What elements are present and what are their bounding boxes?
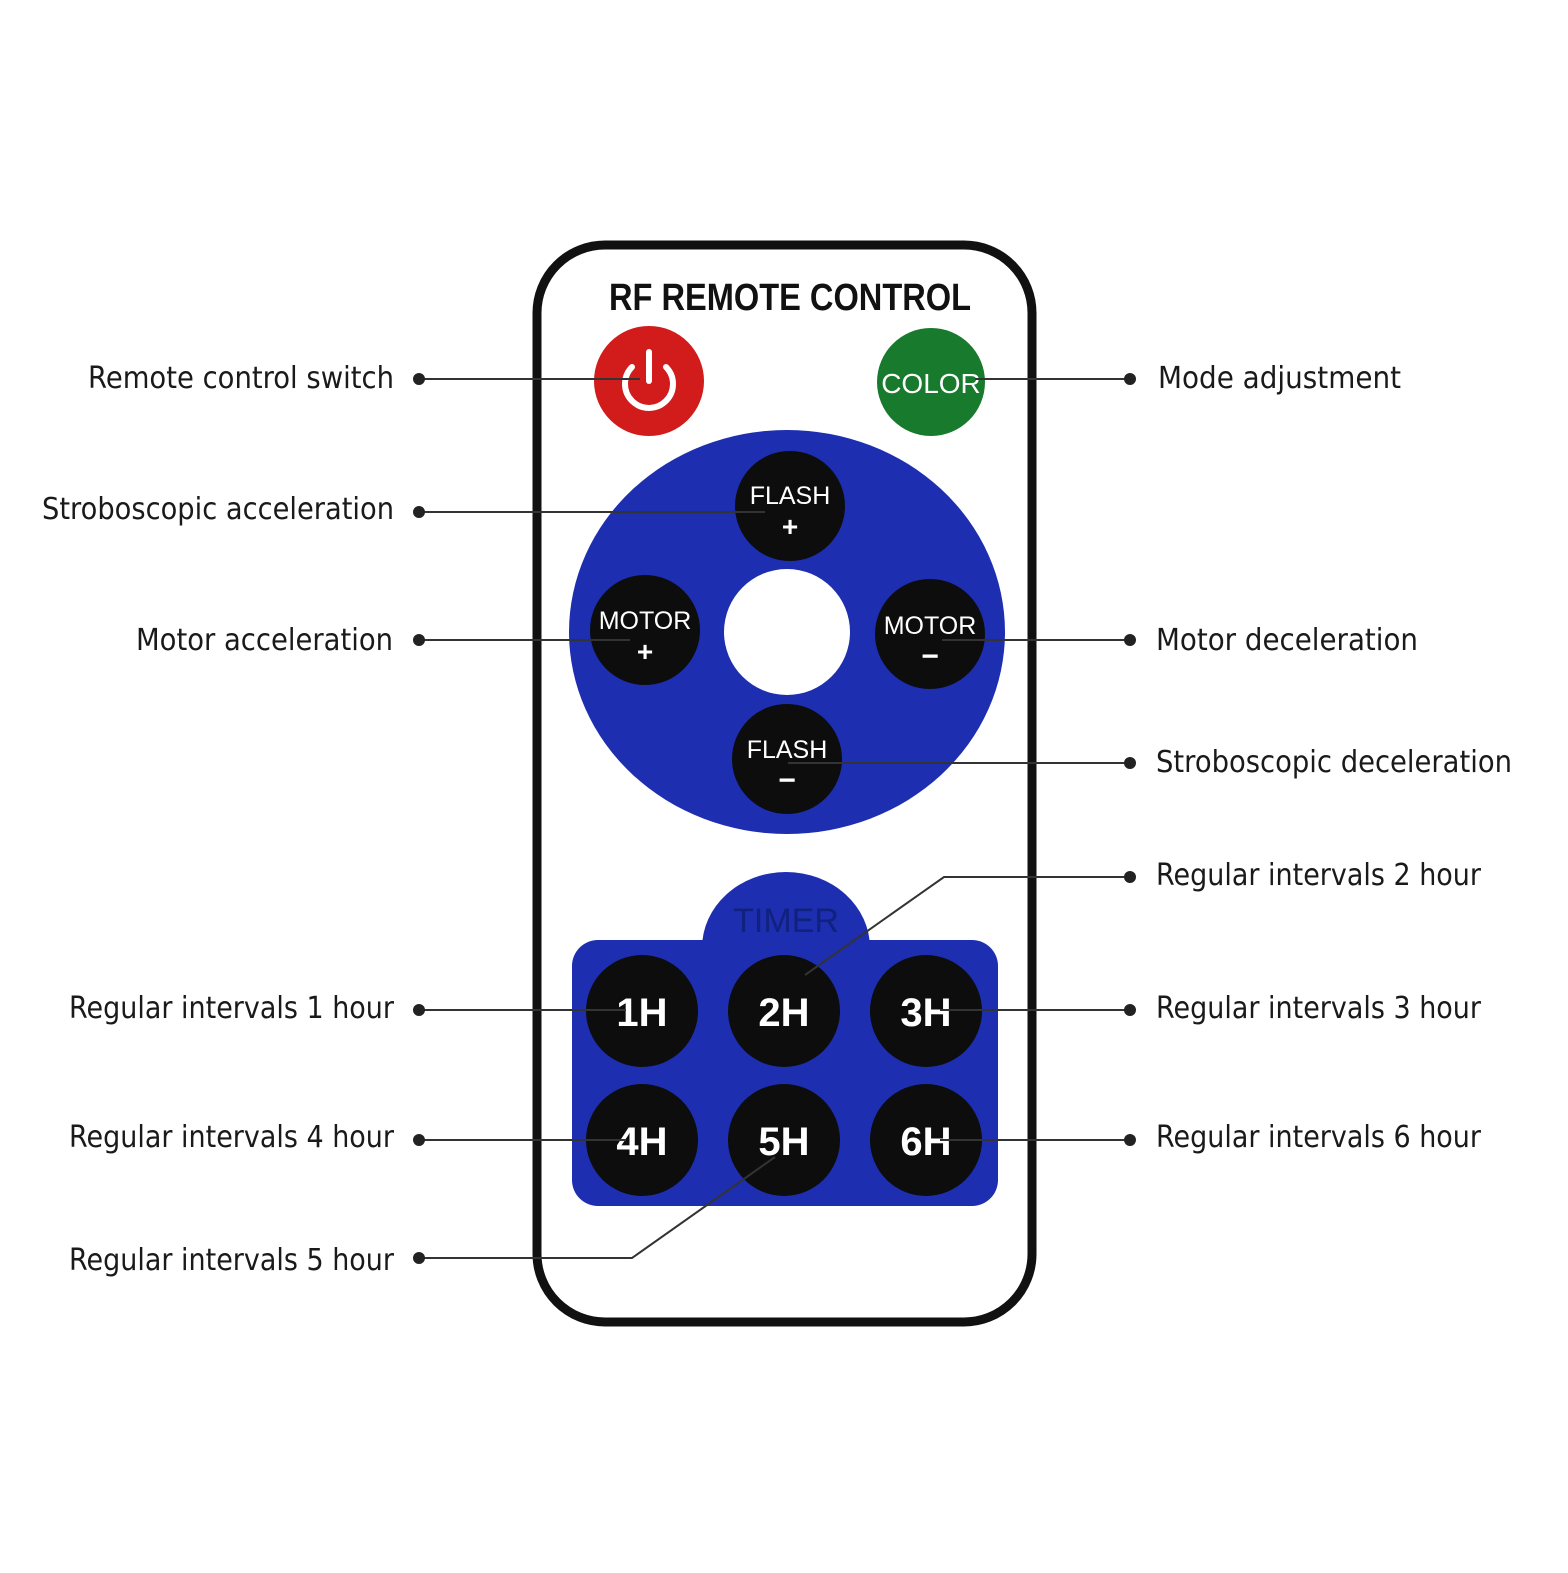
callout-t3: Regular intervals 3 hour	[1156, 991, 1482, 1026]
callout-t5: Regular intervals 5 hour	[69, 1243, 395, 1278]
timer-button-6h-label: 6H	[900, 1120, 951, 1164]
callout-flash-minus: Stroboscopic deceleration	[1156, 745, 1512, 780]
leader-dots	[413, 373, 1136, 1264]
leader-dot-flash-plus	[413, 506, 425, 518]
callout-t2: Regular intervals 2 hour	[1156, 858, 1482, 893]
power-button[interactable]	[594, 326, 704, 436]
callout-flash-plus: Stroboscopic acceleration	[42, 492, 394, 527]
timer-button-5h-label: 5H	[758, 1120, 809, 1164]
leader-dot-motor-minus	[1124, 634, 1136, 646]
color-button[interactable]: COLOR	[877, 328, 985, 436]
callout-t6: Regular intervals 6 hour	[1156, 1120, 1482, 1155]
leader-dot-flash-minus	[1124, 757, 1136, 769]
callout-color: Mode adjustment	[1158, 361, 1401, 396]
callout-motor-plus: Motor acceleration	[136, 623, 393, 658]
flash-plus-sign: +	[782, 511, 798, 542]
leader-dot-1h	[413, 1004, 425, 1016]
timer-button-5h[interactable]: 5H	[728, 1084, 840, 1196]
leader-line-5h	[419, 1156, 776, 1259]
leader-dot-3h	[1124, 1004, 1136, 1016]
timer-button-6h[interactable]: 6H	[870, 1084, 982, 1196]
power-icon	[622, 349, 676, 411]
callout-power: Remote control switch	[88, 361, 394, 396]
motor-plus-button[interactable]: MOTOR +	[590, 575, 700, 685]
motor-plus-label: MOTOR	[599, 607, 692, 635]
leader-dot-motor-plus	[413, 634, 425, 646]
flash-plus-button[interactable]: FLASH +	[735, 451, 845, 561]
leader-lines	[419, 378, 1130, 1259]
timer-button-2h[interactable]: 2H	[728, 955, 840, 1067]
flash-plus-label: FLASH	[750, 482, 831, 510]
flash-minus-button[interactable]: FLASH −	[732, 704, 842, 814]
remote-title: RF REMOTE CONTROL	[609, 277, 971, 319]
leader-dot-6h	[1124, 1134, 1136, 1146]
motor-minus-button[interactable]: MOTOR −	[875, 579, 985, 689]
color-button-label: COLOR	[881, 368, 981, 399]
leader-dot-power	[413, 373, 425, 385]
timer-button-4h-label: 4H	[616, 1120, 667, 1164]
leader-line-2h	[804, 876, 1130, 976]
motor-minus-sign: −	[921, 640, 939, 673]
flash-minus-label: FLASH	[747, 736, 828, 764]
leader-dot-5h	[413, 1252, 425, 1264]
timer-label: TIMER	[733, 902, 839, 940]
timer-button-3h-label: 3H	[900, 991, 951, 1035]
motor-plus-sign: +	[637, 636, 653, 667]
motor-minus-label: MOTOR	[884, 612, 977, 640]
leader-dot-2h	[1124, 871, 1136, 883]
timer-button-1h[interactable]: 1H	[586, 955, 698, 1067]
flash-minus-sign: −	[778, 764, 796, 797]
timer-button-4h[interactable]: 4H	[586, 1084, 698, 1196]
callout-t4: Regular intervals 4 hour	[69, 1120, 395, 1155]
timer-button-1h-label: 1H	[616, 991, 667, 1035]
center-button[interactable]	[724, 569, 850, 695]
timer-button-3h[interactable]: 3H	[870, 955, 982, 1067]
callout-motor-minus: Motor deceleration	[1156, 623, 1418, 658]
leader-dot-4h	[413, 1134, 425, 1146]
callout-t1: Regular intervals 1 hour	[69, 991, 395, 1026]
timer-button-2h-label: 2H	[758, 991, 809, 1035]
leader-dot-color	[1124, 373, 1136, 385]
